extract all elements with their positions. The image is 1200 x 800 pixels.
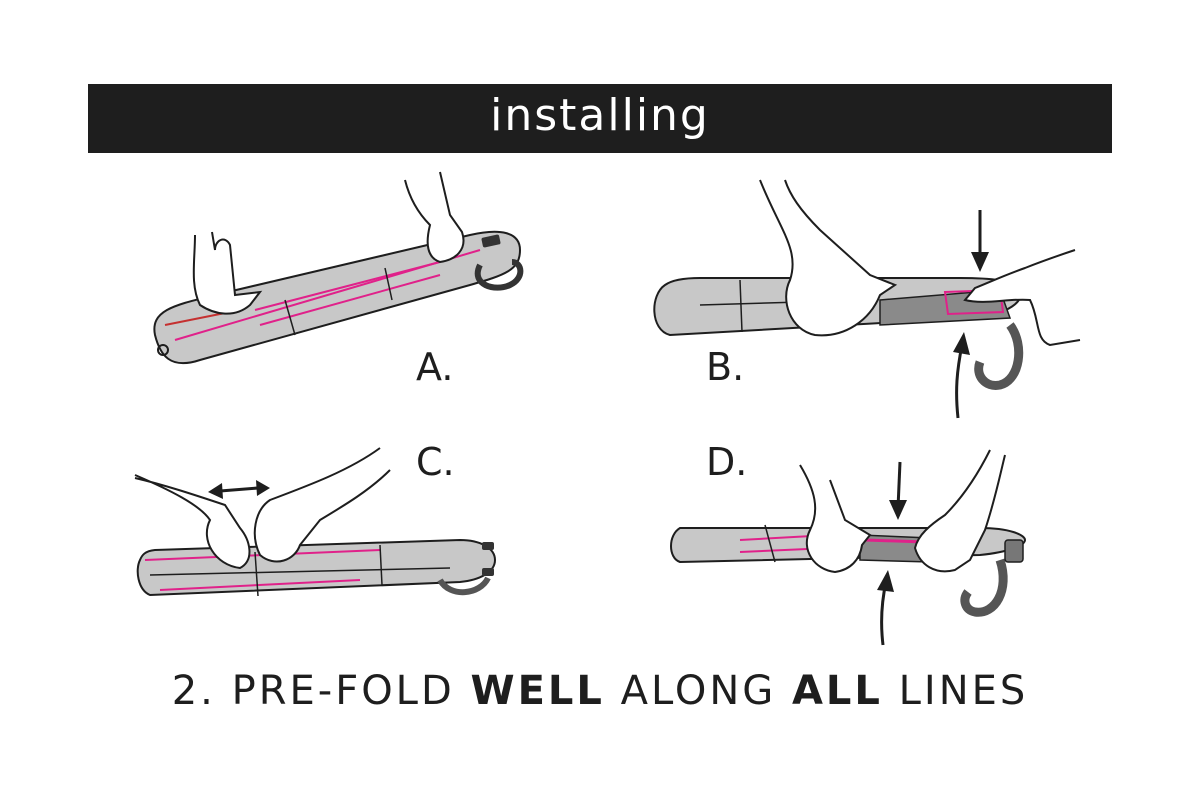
strap-d [960, 558, 1008, 617]
strap-b [974, 322, 1024, 390]
crease-c1 [149, 567, 451, 576]
caption-part-2: ALONG [604, 668, 792, 714]
caption-part-1: 2. PRE-FOLD [171, 668, 471, 714]
hand-c2 [253, 447, 391, 563]
illustration-step-b [653, 179, 1081, 419]
caption-emphasis-all: ALL [791, 668, 883, 714]
tip-clip-a [481, 234, 501, 248]
arrowhead-right-c [256, 480, 270, 496]
strap-a [474, 259, 524, 291]
step-label-a: A. [416, 345, 454, 389]
crease-c3 [379, 544, 383, 586]
caption-part-3: LINES [882, 668, 1029, 714]
crease-a2 [384, 267, 393, 301]
arrow-up-d [880, 581, 888, 646]
step-label-b: B. [706, 345, 745, 389]
arrowhead-up-d [877, 570, 894, 592]
illustration-step-d [670, 449, 1027, 646]
hand-b1 [759, 179, 898, 337]
arrowhead-down-b [971, 252, 989, 272]
step-label-c: C. [416, 440, 455, 484]
crease-d1 [764, 524, 776, 563]
hand-d1 [799, 464, 872, 574]
arrowhead-left-c [208, 483, 223, 499]
tip-clip-c2 [482, 568, 494, 576]
logo-a [157, 344, 169, 356]
crease-b1 [739, 279, 743, 333]
crease-c2 [254, 551, 259, 597]
illustration-step-a [153, 171, 524, 365]
hand-d2 [913, 449, 1006, 573]
hand-c1 [134, 474, 251, 570]
tip-clip-c1 [482, 542, 494, 550]
arrow-up-b [955, 344, 964, 419]
crease-a1 [284, 299, 296, 336]
instruction-caption: 2. PRE-FOLD WELL ALONG ALL LINES [0, 668, 1200, 714]
fold-line-c2 [159, 579, 361, 591]
step-label-d: D. [706, 440, 748, 484]
hand-a2 [404, 171, 465, 264]
arrowhead-up-b [953, 332, 970, 355]
illustration-step-c [134, 447, 497, 597]
hand-b2 [963, 249, 1081, 347]
hand-a1 [192, 231, 263, 315]
page-title: installing [490, 89, 710, 141]
arrowhead-down-d [889, 500, 907, 520]
header-banner: installing [88, 84, 1112, 153]
arrow-double-c [219, 486, 259, 493]
tip-clip-d [1004, 539, 1024, 563]
strap-c [437, 576, 491, 596]
caption-emphasis-well: WELL [470, 668, 605, 714]
fold-line-d3 [864, 538, 926, 544]
